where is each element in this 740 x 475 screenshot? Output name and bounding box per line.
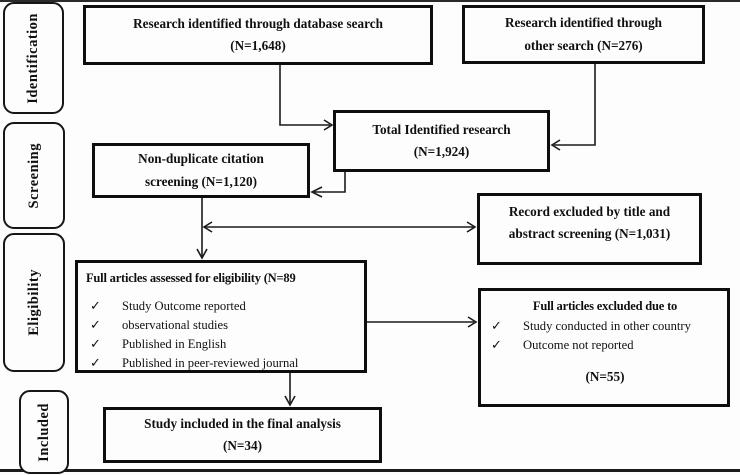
check-icon: ✓ <box>90 354 101 370</box>
stage-identification: Identification <box>3 2 64 114</box>
box-text-line: Research identified through database sea… <box>133 15 383 31</box>
box-record-excluded: Record excluded by title and abstract sc… <box>477 193 702 265</box>
list-item: ✓ Published in English <box>86 335 360 354</box>
list-item: ✓ Outcome not reported <box>487 336 723 355</box>
box-other-search: Research identified through other search… <box>462 5 705 64</box>
box-study-included: Study included in the final analysis (N=… <box>103 407 382 463</box>
stage-eligibility: Eligibility <box>3 233 65 372</box>
reason-text: Outcome not reported <box>523 338 634 352</box>
box-text-line: Study included in the final analysis <box>144 415 341 431</box>
list-item: ✓ observational studies <box>86 316 360 335</box>
stage-label: Identification <box>25 12 41 104</box>
criterion-text: observational studies <box>122 318 228 332</box>
list-item: ✓ Study Outcome reported <box>86 297 360 316</box>
criterion-text: Published in English <box>122 336 227 351</box>
arrowhead-left-icon <box>310 186 323 198</box>
arrow-other-to-total <box>554 64 596 146</box>
check-icon: ✓ <box>491 318 502 334</box>
arrow-database-to-total <box>279 65 330 126</box>
stage-label: Included <box>35 402 52 462</box>
box-total-identified: Total Identified research (N=1,924) <box>333 110 550 172</box>
check-icon: ✓ <box>90 335 101 351</box>
figure-bottom-border <box>0 469 740 472</box>
box-count: (N=1,648) <box>230 38 286 53</box>
check-icon: ✓ <box>90 298 101 314</box>
box-count: abstract screening (N=1,031) <box>508 226 671 242</box>
list-item: ✓ Study conducted in other country <box>487 317 723 336</box>
exclusion-reason-list: ✓ Study conducted in other country ✓ Out… <box>487 317 723 355</box>
check-icon: ✓ <box>90 317 101 332</box>
box-database-search: Research identified through database sea… <box>83 5 433 65</box>
stage-included: Included <box>19 390 69 474</box>
arrow-total-to-nonduplicate <box>314 172 346 193</box>
arrowhead-left-icon <box>550 139 561 151</box>
stage-screening: Screening <box>3 122 65 229</box>
arrowhead-right-icon <box>467 316 478 328</box>
arrowhead-right-icon <box>466 221 477 233</box>
box-text-line: Record excluded by title and <box>508 204 671 219</box>
box-full-articles-excluded: Full articles excluded due to ✓ Study co… <box>478 288 730 407</box>
arrowhead-down-icon <box>196 248 208 260</box>
box-count: (N=55) <box>585 368 625 384</box>
arrowhead-down-icon <box>284 395 296 407</box>
box-count: (N=1,924) <box>413 144 470 159</box>
box-title: Full articles assessed for eligibility (… <box>86 271 296 285</box>
box-title: Full articles excluded due to <box>532 299 678 313</box>
list-item: ✓ Published in peer-reviewed journal <box>86 354 360 373</box>
box-full-articles-assessed: Full articles assessed for eligibility (… <box>75 260 367 373</box>
stage-label: Screening <box>25 142 42 209</box>
box-text-line: Research identified through <box>504 15 663 31</box>
reason-text: Study conducted in other country <box>523 319 691 334</box>
box-count: screening (N=1,120) <box>144 173 258 189</box>
stage-label: Eligibility <box>25 269 42 336</box>
criterion-text: Published in peer-reviewed journal <box>122 355 299 370</box>
box-count: (N=34) <box>222 438 262 453</box>
arrowhead-right-icon <box>323 119 334 131</box>
criterion-text: Study Outcome reported <box>122 299 246 314</box>
arrowhead-left-icon <box>202 221 213 233</box>
eligibility-criteria-list: ✓ Study Outcome reported ✓ observational… <box>86 297 360 373</box>
box-count: other search (N=276) <box>524 37 643 53</box>
box-text-line: Non-duplicate citation <box>138 151 264 167</box>
figure-top-border <box>0 0 740 2</box>
box-nonduplicate-screening: Non-duplicate citation screening (N=1,12… <box>92 143 310 198</box>
box-text-line: Total Identified research <box>372 121 511 137</box>
check-icon: ✓ <box>491 337 502 352</box>
